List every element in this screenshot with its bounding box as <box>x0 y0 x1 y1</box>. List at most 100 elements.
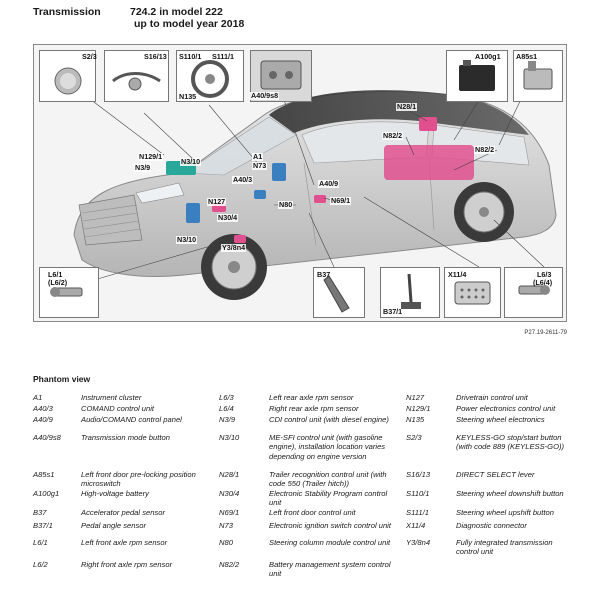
diagnostic-connector-icon <box>454 281 491 305</box>
legend-description: Transmission mode button <box>81 433 170 442</box>
legend-description: Left front axle rpm sensor <box>81 538 168 547</box>
grille <box>78 194 143 246</box>
legend-title: Phantom view <box>33 374 91 384</box>
legend-description: Left front door control unit <box>269 508 356 517</box>
callout-n82-2-left: N82/2 <box>382 131 404 140</box>
legend-description: Right rear axle rpm sensor <box>269 404 359 413</box>
legend-code: A40/9 <box>33 415 53 424</box>
callout-l6-2: (L6/2) <box>48 278 68 287</box>
inset-high-voltage-battery <box>446 50 508 102</box>
inset-diagnostic-connector <box>444 267 501 318</box>
legend-code: N3/9 <box>219 415 236 424</box>
start-stop-button-icon <box>54 67 82 95</box>
legend-code: N73 <box>219 521 233 530</box>
legend-code: L6/1 <box>33 538 48 547</box>
callout-n80: N80 <box>278 200 294 209</box>
legend-description: Fully integrated transmission control un… <box>456 538 553 557</box>
legend-code: L6/3 <box>219 393 234 402</box>
legend-description: Pedal angle sensor <box>81 521 147 530</box>
console-button-icon <box>260 60 302 90</box>
rpm-sensor-icon <box>50 287 83 297</box>
inset-pedal-angle-sensor <box>380 267 440 318</box>
callout-n30-4: N30/4 <box>217 213 239 222</box>
callout-s16-13: S16/13 <box>144 52 167 61</box>
callout-s2-3: S2/3 <box>82 52 97 61</box>
callout-n82-2-right: N82/2 <box>474 145 496 154</box>
callout-x11-4: X11/4 <box>448 270 467 279</box>
callout-s110-1: S110/1 <box>179 52 202 61</box>
inset-left-front-axle-sensor <box>39 267 99 318</box>
legend-code: N69/1 <box>219 508 240 517</box>
callout-b37: B37 <box>317 270 331 279</box>
door-unit-component <box>314 195 326 203</box>
callout-n127: N127 <box>207 197 227 206</box>
legend-code: S2/3 <box>406 433 422 442</box>
legend-description: Power electronics control unit <box>456 404 556 413</box>
legend-code: A100g1 <box>33 489 60 498</box>
callout-l6-3: L6/3 <box>537 270 552 279</box>
legend-description: Audio/COMAND control panel <box>81 415 182 424</box>
legend-code: N28/1 <box>219 470 240 479</box>
components <box>166 117 474 243</box>
selector-lever-icon <box>112 72 161 91</box>
phantom-view-diagram: S2/3 S16/13 S110/1 S111/1 N135 A40/9s8 A… <box>33 44 567 322</box>
windshield <box>183 116 297 176</box>
callout-a85s1: A85s1 <box>516 52 538 61</box>
legend-description: Right front axle rpm sensor <box>81 560 173 569</box>
legend-code: N82/2 <box>219 560 240 569</box>
callout-l6-4: (L6/4) <box>533 278 553 287</box>
legend-description: Steering wheel downshift button <box>456 489 564 498</box>
legend-description: Diagnostic connector <box>456 521 527 530</box>
header-model: 724.2 in model 222 up to model year 2018 <box>130 6 244 30</box>
legend-code: N135 <box>406 415 425 424</box>
callout-n3-10-bottom: N3/10 <box>176 235 198 244</box>
brake-pedal-icon <box>401 273 421 309</box>
legend-code: X11/4 <box>406 521 426 530</box>
header-section: Transmission <box>33 6 101 18</box>
legend-description: Electronic ignition switch control unit <box>269 521 391 530</box>
callout-a100g1: A100g1 <box>475 52 501 61</box>
legend-description: Drivetrain control unit <box>456 393 528 402</box>
callout-n69-1: N69/1 <box>330 196 352 205</box>
legend-description: Instrument cluster <box>81 393 142 402</box>
legend-code: N30/4 <box>219 489 240 498</box>
figure-reference-code: P27.19-2611-79 <box>524 330 567 336</box>
legend-description: Steering wheel upshift button <box>456 508 554 517</box>
legend-code: A40/9s8 <box>33 433 61 442</box>
legend-description: ME-SFI control unit (with gasoline engin… <box>269 433 386 461</box>
legend-code: N129/1 <box>406 404 431 413</box>
legend-code: S16/13 <box>406 470 431 479</box>
legend-description: CDI control unit (with diesel engine) <box>269 415 389 424</box>
legend-code: A40/3 <box>33 404 53 413</box>
inset-steering-wheel-buttons <box>176 50 244 102</box>
inset-direct-select-lever <box>104 50 169 102</box>
trailer-unit-component <box>419 117 437 131</box>
steering-wheel-icon <box>191 60 229 98</box>
legend-code: Y3/8n4 <box>406 538 431 547</box>
callout-y3-8n4: Y3/8n4 <box>221 243 247 252</box>
legend-code: N3/10 <box>219 433 240 442</box>
legend-code: L6/4 <box>219 404 234 413</box>
callout-a1: A1 <box>252 152 264 161</box>
callout-a40-3: A40/3 <box>232 175 254 184</box>
legend-code: N127 <box>406 393 425 402</box>
rpm-sensor-rear-icon <box>518 285 550 295</box>
model-line-2: up to model year 2018 <box>134 18 245 30</box>
transmission-unit-component <box>234 235 246 243</box>
battery-icon <box>459 60 495 91</box>
inset-pre-locking-microswitch <box>513 50 563 102</box>
callout-l6-1: L6/1 <box>48 270 63 279</box>
legend-description: Electronic Stability Program control uni… <box>269 489 388 508</box>
legend-code: B37/1 <box>33 521 53 530</box>
callout-n129-1: N129/1 <box>138 152 164 161</box>
callout-s111-1: S111/1 <box>212 52 234 61</box>
legend-description: DIRECT SELECT lever <box>456 470 535 479</box>
legend-description: Trailer recognition control unit (with c… <box>269 470 387 489</box>
legend-code: L6/2 <box>33 560 48 569</box>
car-illustration <box>73 90 557 300</box>
legend-code: A1 <box>33 393 43 402</box>
callout-n73: N73 <box>252 161 268 170</box>
callout-b37-1: B37/1 <box>383 307 403 316</box>
rear-wheel <box>454 182 514 242</box>
inset-accelerator-pedal-sensor <box>313 267 365 318</box>
